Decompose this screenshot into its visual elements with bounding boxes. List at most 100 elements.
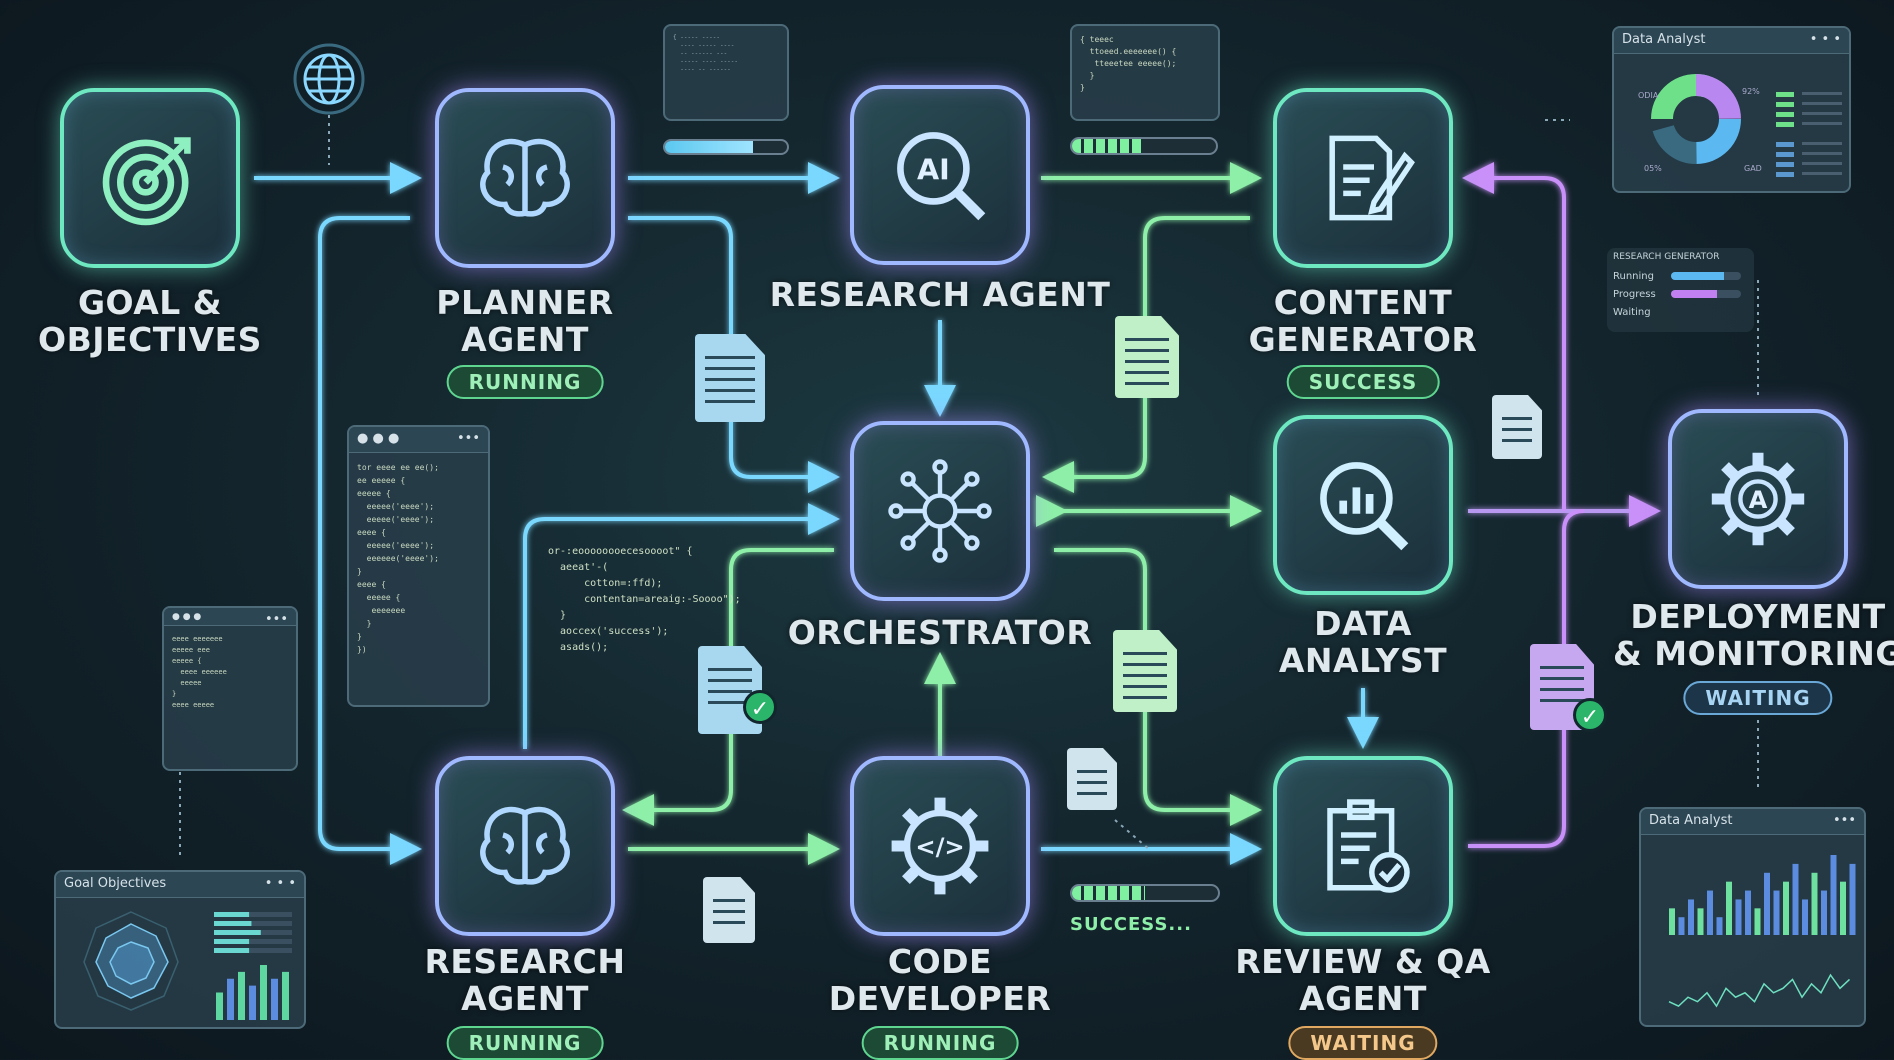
arrow-loop-planner [318,216,422,865]
check-icon: ✓ [743,690,777,724]
bar [216,992,223,1020]
status-badge-review: WAITING [1288,1026,1438,1060]
bar-chart [1668,855,1856,1008]
svg-text:</>: </> [915,833,964,861]
status-badge-code-developer: RUNNING [861,1026,1019,1060]
ai-magnifier-icon: AI [897,132,986,221]
bar [1783,881,1789,935]
code-gear-icon: </> [891,797,989,895]
svg-text:A: A [1749,486,1768,514]
arrow-deploy-content [1462,162,1566,511]
code-panel-top-right: { teeec ttoeed.eeeeeee() { tteeetee eeee… [1070,24,1220,121]
svg-text:ODIA: ODIA [1638,91,1659,100]
arrow-research-orchestrator-2 [523,503,840,749]
code-panel-small-left: ● ● ●•••eeee eeeeeee eeeee eee eeeee { e… [162,606,298,771]
node-planner[interactable] [435,88,615,268]
bar [1688,899,1694,935]
objective-progress [214,930,261,935]
objective-progress [214,939,250,944]
document-icon [1067,748,1117,810]
progress-bar-bottom [1070,884,1220,902]
generator-row: Progress [1613,285,1748,303]
bar [271,978,278,1020]
status-badge-deployment: WAITING [1683,681,1833,715]
bar [1773,890,1780,935]
line-series [1668,973,1851,1008]
bar [260,965,267,1020]
bar [1735,899,1742,935]
label-research-top: RESEARCH AGENT [769,275,1111,314]
node-orchestrator[interactable] [850,421,1030,601]
label-deployment: DEPLOYMENT& MONITORING [1612,597,1894,673]
bar [1811,872,1818,935]
document-icon [703,877,755,943]
status-badge-content: SUCCESS [1286,365,1440,399]
node-data-analyst[interactable] [1273,415,1453,595]
arrow-review-deploy [1468,509,1585,848]
bar [1745,890,1751,935]
svg-text:92%: 92% [1742,87,1760,96]
bar [227,978,234,1020]
goal-objectives-panel: Goal Objectives• • • [54,870,306,1029]
check-icon: ✓ [1573,698,1607,732]
node-research-top[interactable]: AI [850,85,1030,265]
document-icon [1113,630,1177,712]
data-analyst-bar-panel: Data Analyst••• [1639,807,1866,1027]
clipboard-check-icon [1327,799,1410,893]
bar [1764,872,1770,935]
label-goal: GOAL &OBJECTIVES [38,283,262,359]
node-research-bottom[interactable] [435,756,615,936]
bar [1792,863,1799,935]
bar [1707,890,1713,935]
bar [1802,899,1808,935]
svg-text:GAD: GAD [1744,164,1762,173]
donut-chart: ODIA 92% 05% GAD [1638,74,1842,177]
magnifier-chart-icon [1320,462,1409,551]
bar [1716,917,1723,935]
code-panel-top-left: { ----- ----- ---- ----- ---- -- ------ … [663,24,789,121]
code-panel-left: ● ● ●•••tor eeee ee ee(); ee eeeee { eee… [347,425,490,707]
network-hub-icon [888,459,992,563]
document-icon [695,334,765,422]
node-content-generator[interactable] [1273,88,1453,268]
bar [1754,908,1761,935]
node-deployment[interactable]: A [1668,409,1848,589]
bar [249,985,256,1020]
document-icon [1530,644,1594,730]
brain-icon [480,806,570,885]
progress-status-text: SUCCESS... [1070,914,1192,935]
svg-text:AI: AI [917,152,950,186]
document-pencil-icon [1329,135,1415,221]
radar-chart [83,911,292,1020]
generator-row: Running [1613,267,1748,285]
bar [1821,890,1827,935]
node-review-qa[interactable] [1273,756,1453,936]
objective-progress [214,912,250,917]
svg-text:05%: 05% [1644,164,1662,173]
document-icon [1115,316,1179,398]
objective-progress [214,948,250,953]
node-goal[interactable] [60,88,240,268]
bar [1840,881,1846,935]
bar [282,971,289,1020]
progress-bar-top-right [1070,137,1218,155]
brain-icon [480,138,570,217]
objective-progress [214,921,252,926]
bar [1678,917,1685,935]
bar [238,971,245,1020]
label-orchestrator: ORCHESTRATOR [787,613,1093,652]
node-code-developer[interactable]: </> [850,756,1030,936]
target-icon [102,137,191,226]
bar [1669,908,1675,935]
generator-progress [1671,272,1741,280]
gear-icon: A [1711,452,1805,546]
bar [1830,855,1837,935]
status-badge-research-bottom: RUNNING [446,1026,604,1060]
